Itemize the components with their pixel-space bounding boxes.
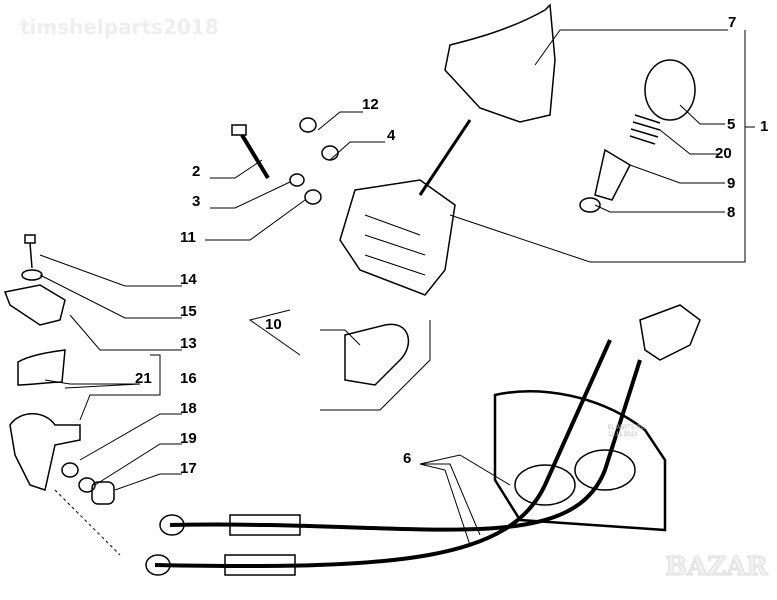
washer-8	[579, 197, 601, 213]
callout-7: 7	[728, 14, 737, 31]
segment-21	[17, 349, 66, 386]
stamp-line1: ELPARTS.RU	[608, 425, 646, 431]
shift-mechanism	[339, 179, 456, 296]
callout-2: 2	[192, 163, 201, 180]
cable-1	[169, 359, 642, 532]
lever-16	[9, 413, 81, 491]
callout-16: 16	[180, 370, 197, 387]
callout-17: 17	[180, 460, 197, 477]
callout-3: 3	[192, 193, 201, 210]
callout-12: 12	[362, 96, 379, 113]
callout-1: 1	[760, 118, 769, 135]
callout-13: 13	[180, 335, 197, 352]
bazar-logo: BAZAR	[665, 552, 769, 583]
callout-8: 8	[727, 204, 736, 221]
callout-6: 6	[403, 450, 412, 467]
callout-21: 21	[135, 370, 152, 387]
callout-14: 14	[180, 271, 197, 288]
cover-plate	[493, 390, 667, 532]
bracket-13	[3, 284, 66, 326]
callout-9: 9	[727, 175, 736, 192]
callout-11: 11	[180, 229, 196, 246]
bolt	[231, 124, 247, 136]
callout-18: 18	[180, 400, 197, 417]
cable-2	[154, 339, 612, 569]
callout-19: 19	[180, 430, 197, 447]
callout-20: 20	[715, 145, 732, 162]
watermark: timshelparts2018	[20, 15, 219, 39]
leader-lines	[39, 29, 755, 556]
clip-10	[344, 323, 410, 386]
callout-10: 10	[265, 316, 282, 333]
gear-boot	[444, 3, 556, 123]
callout-4: 4	[387, 127, 396, 144]
adapter	[594, 148, 631, 201]
spring	[629, 114, 661, 145]
gear-knob	[644, 59, 696, 121]
callout-15: 15	[180, 303, 197, 320]
linkage	[639, 304, 701, 361]
stamp-line2: 11.11.2023	[608, 432, 638, 438]
callout-5: 5	[727, 116, 736, 133]
